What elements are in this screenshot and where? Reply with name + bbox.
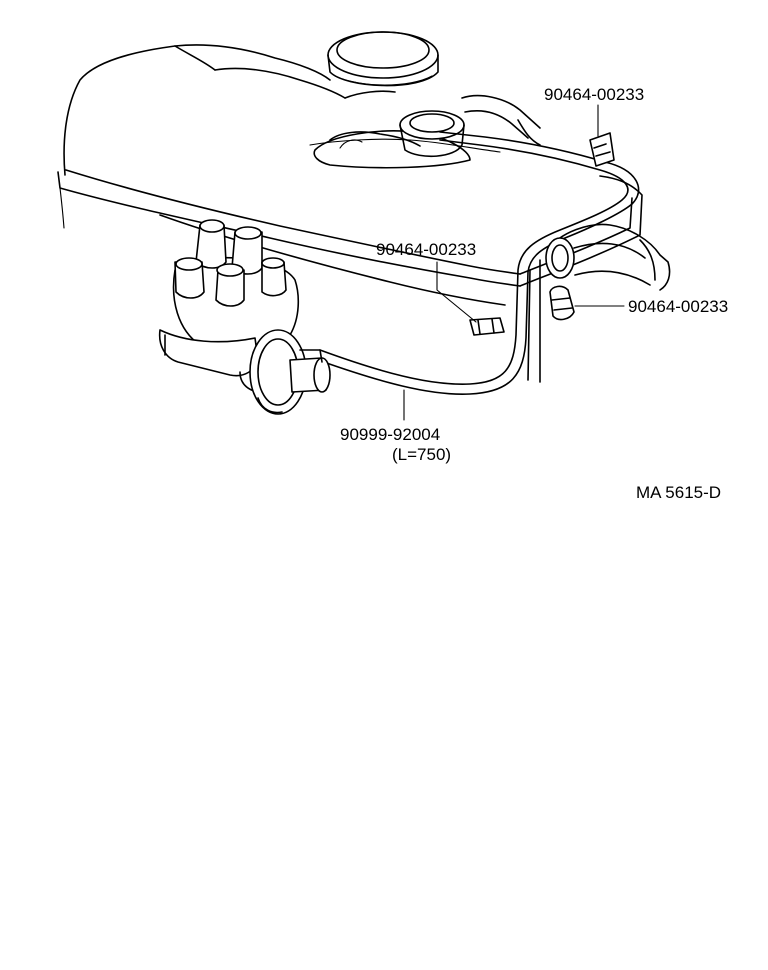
vacuum-advancer xyxy=(249,329,331,415)
vacuum-hose xyxy=(317,131,640,395)
figure-code-label: MA 5615-D xyxy=(636,483,721,502)
clip-top-right xyxy=(589,132,615,167)
leader-lines xyxy=(403,104,625,421)
distributor xyxy=(158,219,300,393)
engine-cover xyxy=(57,44,643,383)
outlet-fitting xyxy=(545,223,671,291)
pcv-fitting xyxy=(313,94,541,169)
clip-center-label: 90464-00233 xyxy=(376,240,476,259)
clip-right xyxy=(549,285,575,321)
clip-top-right-label: 90464-00233 xyxy=(544,85,644,104)
clip-right-label: 90464-00233 xyxy=(628,297,728,316)
clip-center xyxy=(469,317,505,336)
hose-part-label: 90999-92004 xyxy=(340,425,440,444)
oil-filler-cap xyxy=(327,31,439,87)
hose-length-label: (L=750) xyxy=(392,445,451,464)
